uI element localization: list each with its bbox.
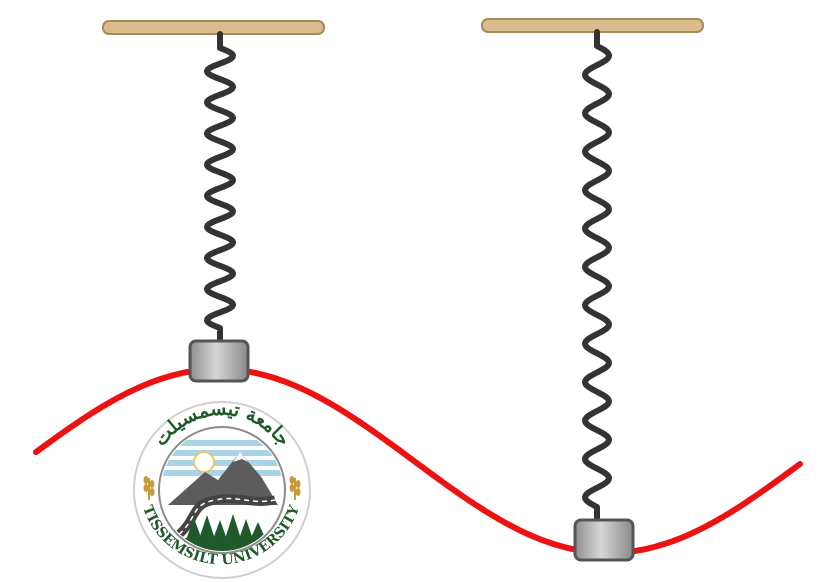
right-support-bar bbox=[481, 18, 704, 33]
right-mass-block bbox=[573, 518, 635, 562]
seal-mountain bbox=[168, 452, 278, 505]
left-spring bbox=[204, 31, 236, 345]
seal-wheat-right-icon bbox=[289, 476, 301, 500]
left-mass-block bbox=[188, 339, 250, 383]
left-support-bar bbox=[102, 20, 325, 35]
seal-sky bbox=[161, 440, 283, 446]
seal-wheat-left-icon bbox=[143, 476, 155, 500]
university-seal-logo: جامعة تيسمسيلت TISSEMSILT UNIVERSITY bbox=[133, 398, 311, 579]
right-spring bbox=[582, 29, 612, 524]
transverse-wave bbox=[33, 366, 803, 556]
seal-sun bbox=[193, 451, 215, 473]
